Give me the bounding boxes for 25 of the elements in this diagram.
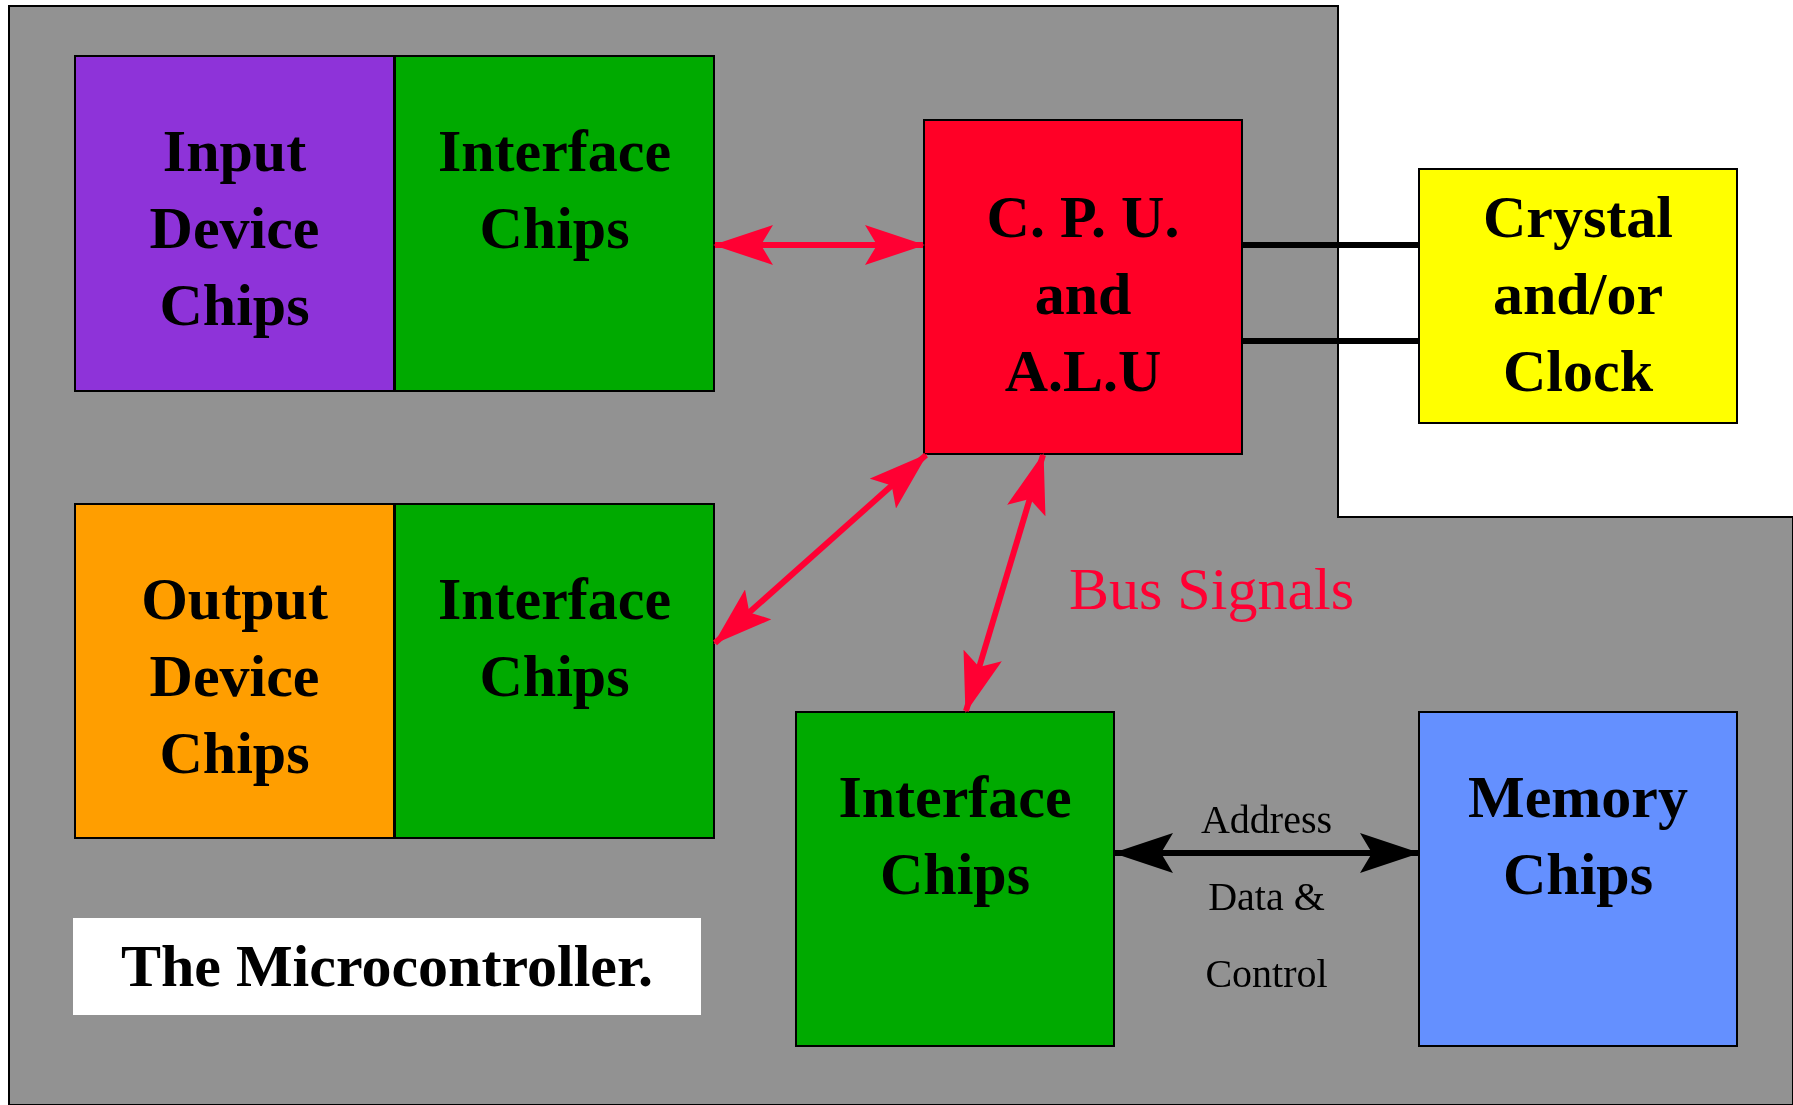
interface-block — [795, 711, 1115, 1047]
clock-block — [1418, 168, 1738, 424]
block-label: Input Device Chips — [148, 117, 321, 340]
edge-label: Address Data & Control — [1199, 796, 1334, 998]
cpu-block — [923, 119, 1243, 455]
double-arrow — [713, 225, 925, 265]
block-label: Output Device Chips — [140, 565, 329, 788]
block-label: Memory Chips — [1467, 763, 1689, 909]
interface-block — [394, 503, 715, 839]
bus-label: Bus Signals — [1069, 555, 1355, 624]
block-label: Interface Chips — [436, 117, 673, 263]
output-device-block — [74, 503, 395, 839]
input-device-block — [74, 55, 395, 392]
block-label: C. P. U. and A.L.U — [985, 183, 1181, 406]
interface-block — [394, 55, 715, 392]
connector-line — [1243, 338, 1418, 344]
block-label: Interface Chips — [436, 565, 673, 711]
double-arrow — [713, 452, 928, 646]
connector-line — [1243, 242, 1418, 248]
title-label: The Microcontroller. — [73, 918, 701, 1015]
double-arrow — [963, 453, 1046, 713]
double-arrow — [1113, 833, 1420, 873]
block-label: Interface Chips — [837, 763, 1073, 909]
memory-block — [1418, 711, 1738, 1047]
block-label: Crystal and/or Clock — [1482, 183, 1674, 406]
